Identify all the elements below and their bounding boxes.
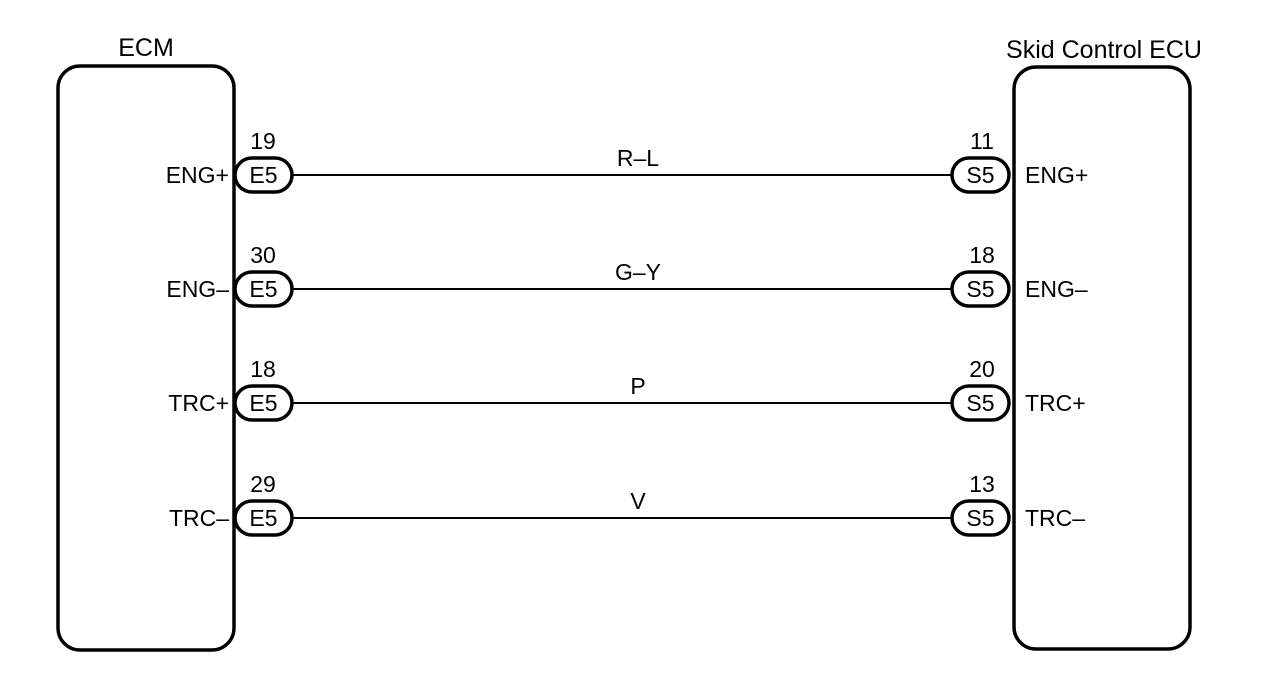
- skid-control-ecu-unit: Skid Control ECU: [1006, 36, 1202, 651]
- skid-ecu-connector-pill: [950, 156, 1011, 194]
- skid-ecu-signal-label: TRC–: [1025, 505, 1085, 531]
- skid-ecu-connector-code: S5: [966, 276, 994, 302]
- ecm-box: [56, 64, 236, 652]
- wire-color-code: R–L: [617, 145, 659, 171]
- ecm-connector-pill: [233, 384, 294, 422]
- ecm-pin-number: 18: [250, 356, 276, 382]
- ecm-connector-pill: [233, 270, 294, 308]
- skid-control-ecu-box: [1012, 65, 1192, 651]
- ecm-signal-label: TRC–: [169, 505, 229, 531]
- skid-ecu-signal-label: TRC+: [1025, 390, 1086, 416]
- ecm-connector-code: E5: [249, 276, 277, 302]
- skid-ecu-signal-label: ENG–: [1025, 276, 1088, 302]
- wire-color-code: V: [630, 488, 646, 514]
- skid-ecu-connector-pill: [950, 384, 1011, 422]
- ecm-signal-label: ENG–: [166, 276, 229, 302]
- ecm-unit: ECM: [56, 34, 236, 652]
- skid-ecu-connector-code: S5: [966, 505, 994, 531]
- ecm-connector-pill: [233, 499, 294, 537]
- skid-ecu-connector-pill: [950, 499, 1011, 537]
- skid-ecu-connector-pill: [950, 270, 1011, 308]
- ecm-pin-number: 19: [250, 128, 276, 154]
- skid-ecu-pin-number: 18: [969, 242, 995, 268]
- skid-ecu-pin-number: 13: [969, 471, 995, 497]
- wire-color-code: P: [630, 373, 645, 399]
- wire-color-code: G–Y: [615, 259, 661, 285]
- ecm-label: ECM: [118, 34, 174, 62]
- ecm-signal-label: ENG+: [166, 162, 229, 188]
- ecm-pin-number: 30: [250, 242, 276, 268]
- skid-ecu-pin-number: 20: [969, 356, 995, 382]
- skid-ecu-signal-label: ENG+: [1025, 162, 1088, 188]
- skid-control-ecu-label: Skid Control ECU: [1006, 36, 1202, 64]
- ecm-pin-number: 29: [250, 471, 276, 497]
- skid-ecu-connector-code: S5: [966, 162, 994, 188]
- ecm-connector-code: E5: [249, 162, 277, 188]
- ecm-connector-pill: [233, 156, 294, 194]
- ecm-connector-code: E5: [249, 505, 277, 531]
- skid-ecu-pin-number: 11: [970, 128, 994, 154]
- skid-ecu-connector-code: S5: [966, 390, 994, 416]
- ecm-connector-code: E5: [249, 390, 277, 416]
- ecm-signal-label: TRC+: [168, 390, 229, 416]
